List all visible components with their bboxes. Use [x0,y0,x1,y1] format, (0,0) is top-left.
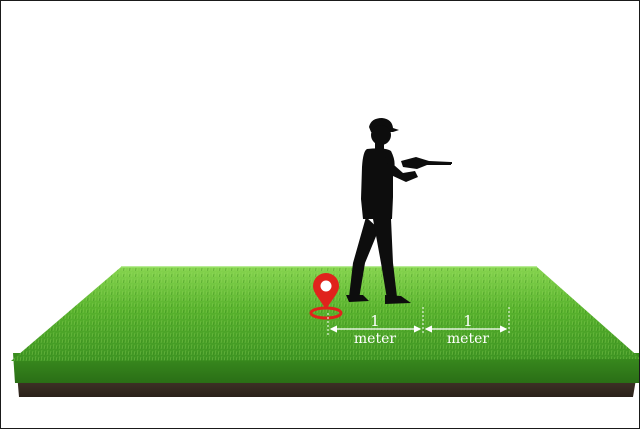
dimension-1-value: 1 [370,312,380,330]
dimension-2-value: 1 [463,312,473,330]
dimension-1-unit: meter [354,331,396,347]
dimension-2-unit: meter [447,331,489,347]
shotgun-silhouette [401,157,452,169]
